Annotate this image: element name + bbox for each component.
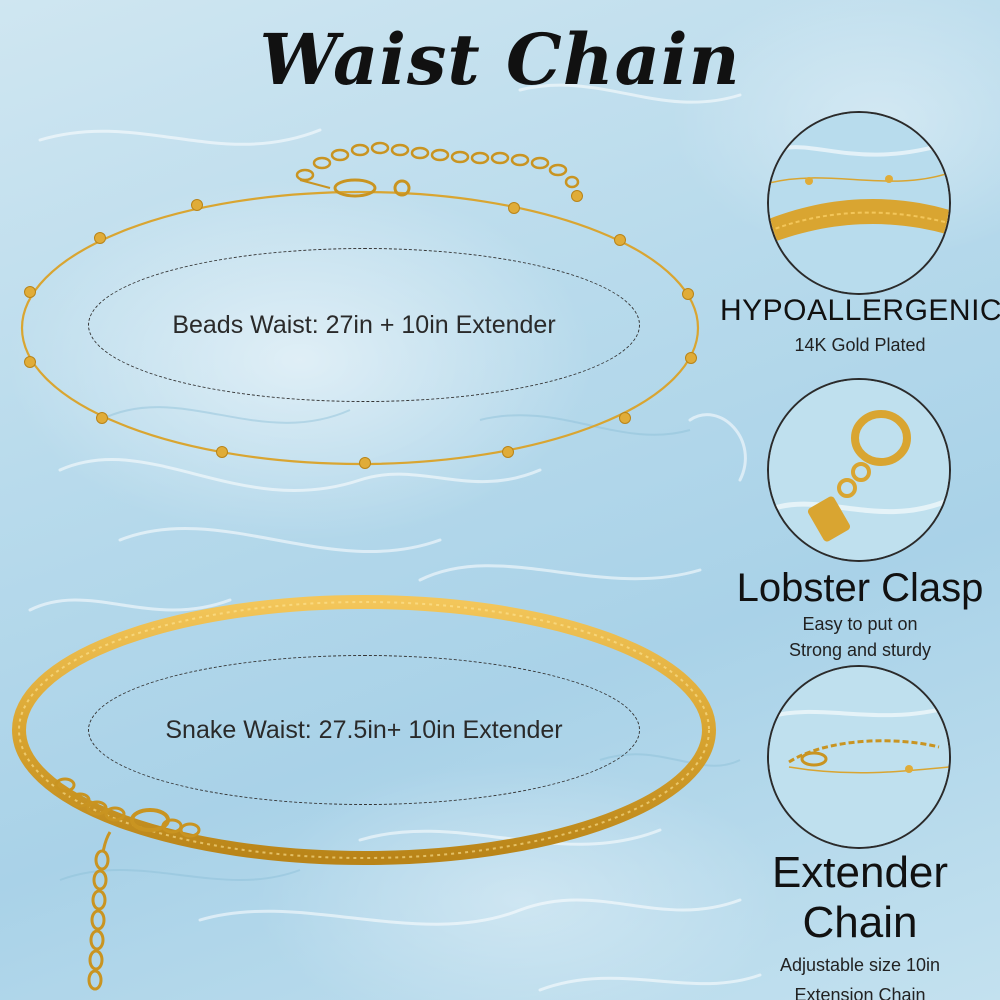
feature-hypoallergenic: HYPOALLERGENIC 14K Gold Plated bbox=[720, 294, 1000, 358]
extender-chain-detail-image bbox=[767, 665, 951, 849]
feature-line: Adjustable size 10in bbox=[779, 955, 941, 975]
lobster-clasp-detail-image bbox=[767, 378, 951, 562]
feature-line: Extension Chain bbox=[794, 985, 926, 1000]
feature-line: Strong and sturdy bbox=[788, 640, 932, 660]
feature-line: Easy to put on bbox=[802, 614, 918, 634]
beads-waist-label: Beads Waist: 27in + 10in Extender bbox=[88, 248, 640, 402]
feature-extender-chain: Extender Chain Adjustable size 10in Exte… bbox=[720, 848, 1000, 1000]
snake-chain bbox=[12, 595, 716, 991]
page-title: Waist Chain bbox=[259, 18, 741, 101]
beads-chain bbox=[20, 141, 700, 469]
feature-line: 14K Gold Plated bbox=[794, 335, 926, 355]
feature-title: HYPOALLERGENIC bbox=[720, 294, 1000, 327]
feature-title: Extender Chain bbox=[771, 848, 949, 947]
snake-waist-label: Snake Waist: 27.5in+ 10in Extender bbox=[88, 655, 640, 805]
feature-lobster-clasp: Lobster Clasp Easy to put on Strong and … bbox=[720, 566, 1000, 663]
feature-title: Lobster Clasp bbox=[736, 566, 984, 610]
hypoallergenic-detail-image bbox=[767, 111, 951, 295]
